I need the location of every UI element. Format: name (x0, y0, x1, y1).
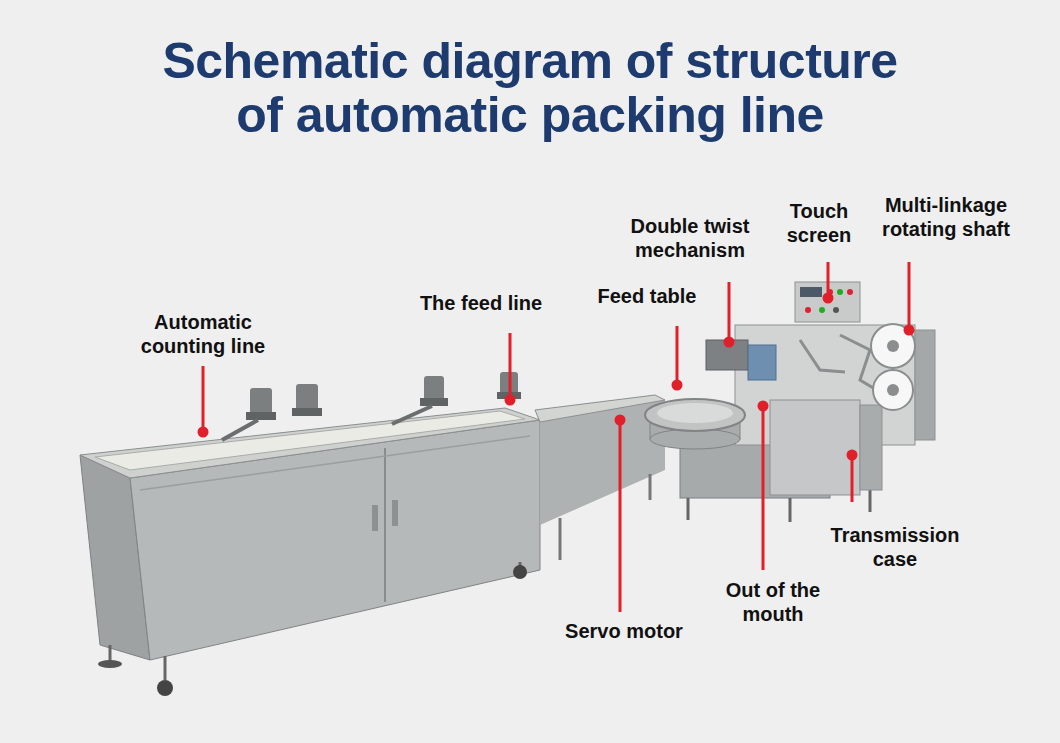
door-seam (384, 448, 386, 602)
motor (420, 398, 448, 406)
foot (109, 645, 112, 662)
part-label: Double twist mechanism (610, 214, 770, 262)
door-handle (392, 500, 398, 526)
paddle-arm (222, 420, 258, 440)
linkage-arm (800, 340, 845, 372)
conveyor-belt (95, 411, 525, 470)
button (833, 307, 839, 313)
leader-dot (506, 396, 514, 404)
leader-dot (905, 326, 913, 334)
button (837, 289, 843, 295)
leader-line (728, 282, 731, 342)
motor (246, 412, 276, 420)
leg (649, 474, 652, 500)
wheel (513, 565, 527, 579)
leg (687, 498, 690, 520)
leg (869, 490, 872, 512)
part-label: Out of the mouth (708, 578, 838, 626)
leader-dot (725, 338, 733, 346)
leg (789, 498, 792, 522)
table-top (80, 408, 540, 478)
leg (559, 518, 562, 560)
feed-disc (657, 403, 733, 423)
leader-dot (759, 402, 767, 410)
paddle-arm (392, 406, 432, 424)
button (805, 307, 811, 313)
panel-edge (140, 436, 530, 490)
foot (164, 656, 167, 680)
part-label: Automatic counting line (128, 310, 278, 358)
leader-line (762, 406, 765, 570)
feed-line (535, 395, 665, 560)
part-label: Feed table (567, 284, 727, 308)
part-label: Multi-linkage rotating shaft (859, 193, 1034, 241)
film-reel (873, 370, 913, 410)
button (819, 307, 825, 313)
part-label: Transmission case (808, 523, 983, 571)
leader-dot (824, 294, 832, 302)
transmission-case (770, 400, 860, 495)
part-label: The feed line (381, 291, 581, 315)
leader-lines (199, 262, 913, 612)
chute (748, 345, 776, 380)
feed-disc (645, 399, 745, 431)
leader-line (619, 420, 622, 612)
leader-dot (616, 416, 624, 424)
transmission-case-side (860, 405, 882, 490)
part-label: Servo motor (534, 619, 714, 643)
leader-dot (848, 451, 856, 459)
leader-line (851, 455, 854, 502)
leader-line (202, 366, 205, 432)
part-label: Touch screen (764, 199, 874, 247)
packing-machine (645, 282, 935, 522)
motor (292, 408, 322, 416)
film-reel (871, 324, 915, 368)
gear-motors (222, 372, 521, 440)
leader-line (676, 326, 679, 385)
leader-dot (673, 381, 681, 389)
wheel (157, 680, 173, 696)
door-handle (372, 505, 378, 531)
leader-line (509, 333, 512, 400)
page-title: Schematic diagram of structure of automa… (140, 34, 920, 142)
side-panel (915, 330, 935, 440)
reel-hub (887, 384, 899, 396)
leader-dot (199, 428, 207, 436)
counting-table (80, 408, 540, 696)
screen (800, 287, 822, 297)
foot (98, 660, 122, 668)
button (847, 289, 853, 295)
leader-line (908, 262, 911, 330)
reel-hub (887, 340, 899, 352)
